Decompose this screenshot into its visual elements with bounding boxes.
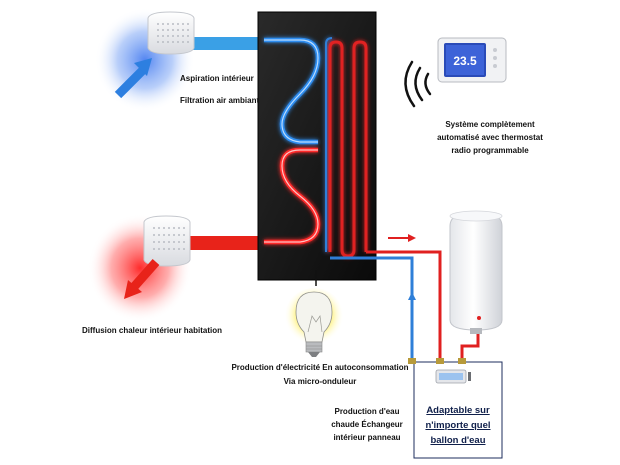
control-box bbox=[408, 358, 503, 459]
intake-label-line1: Aspiration intérieur bbox=[180, 74, 254, 83]
system-label-line2: automatisé avec thermostat bbox=[437, 133, 543, 142]
hot-air-diffusion bbox=[88, 214, 262, 322]
flow-arrow-up-icon bbox=[408, 292, 416, 318]
adaptable-label-line2: n'importe quel bbox=[425, 420, 491, 431]
radio-waves-icon bbox=[404, 60, 432, 108]
cold-water-pipe bbox=[330, 256, 414, 362]
diffuser-vent-icon bbox=[143, 215, 191, 267]
light-bulb-icon bbox=[284, 270, 344, 357]
thermostat-display: 23.5 bbox=[453, 54, 477, 68]
adaptable-label-line3: ballon d'eau bbox=[430, 435, 486, 446]
water-exchanger-pipes bbox=[325, 37, 368, 258]
controller-screen-icon bbox=[435, 369, 471, 384]
solar-panel bbox=[257, 11, 377, 281]
cold-air-arrow-icon bbox=[114, 58, 152, 99]
water-label-line2: chaude Échangeur bbox=[331, 420, 403, 429]
intake-label-line2: Filtration air ambiant bbox=[180, 96, 260, 105]
flow-arrow-right-icon bbox=[388, 234, 416, 242]
water-label-line3: intérieur panneau bbox=[333, 433, 401, 442]
electricity-label-line1: Production d'électricité En autoconsomma… bbox=[231, 363, 409, 372]
tank-hot-pipe bbox=[460, 330, 480, 362]
cold-air-duct bbox=[190, 37, 262, 50]
system-label-line1: Système complètement bbox=[445, 120, 535, 129]
hot-water-pipe bbox=[366, 250, 442, 362]
electricity-label-line2: Via micro-onduleur bbox=[283, 377, 357, 386]
hot-air-arrow-icon bbox=[124, 259, 160, 299]
hot-air-duct bbox=[186, 236, 262, 250]
intake-vent-icon bbox=[147, 11, 195, 55]
water-heater-tank-icon bbox=[449, 210, 503, 334]
water-pipes bbox=[330, 234, 480, 362]
thermostat-icon: 23.5 bbox=[437, 37, 507, 83]
adaptable-label: Adaptable sur n'importe quel ballon d'ea… bbox=[414, 403, 502, 448]
diffusion-label: Diffusion chaleur intérieur habitation bbox=[82, 326, 223, 335]
adaptable-label-line1: Adaptable sur bbox=[426, 405, 490, 416]
system-label-line3: radio programmable bbox=[451, 146, 529, 155]
water-label-line1: Production d'eau bbox=[334, 407, 400, 416]
cold-air-intake bbox=[95, 8, 262, 112]
